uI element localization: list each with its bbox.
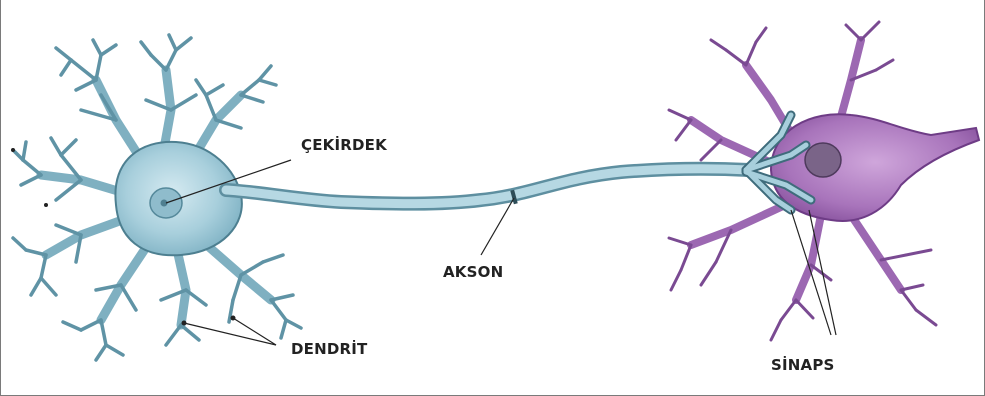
axon — [226, 169, 749, 205]
dendrite-leader-line-1 — [184, 323, 276, 345]
dendrite-label: DENDRİT — [291, 339, 368, 358]
nucleus-label: ÇEKİRDEK — [301, 135, 388, 154]
neuron-2-soma — [771, 114, 979, 221]
axon-label: AKSON — [443, 263, 503, 281]
axon-leader-line — [481, 198, 514, 255]
synapse-label: SİNAPS — [771, 355, 835, 374]
dendrite-leader-line-2 — [233, 318, 276, 345]
